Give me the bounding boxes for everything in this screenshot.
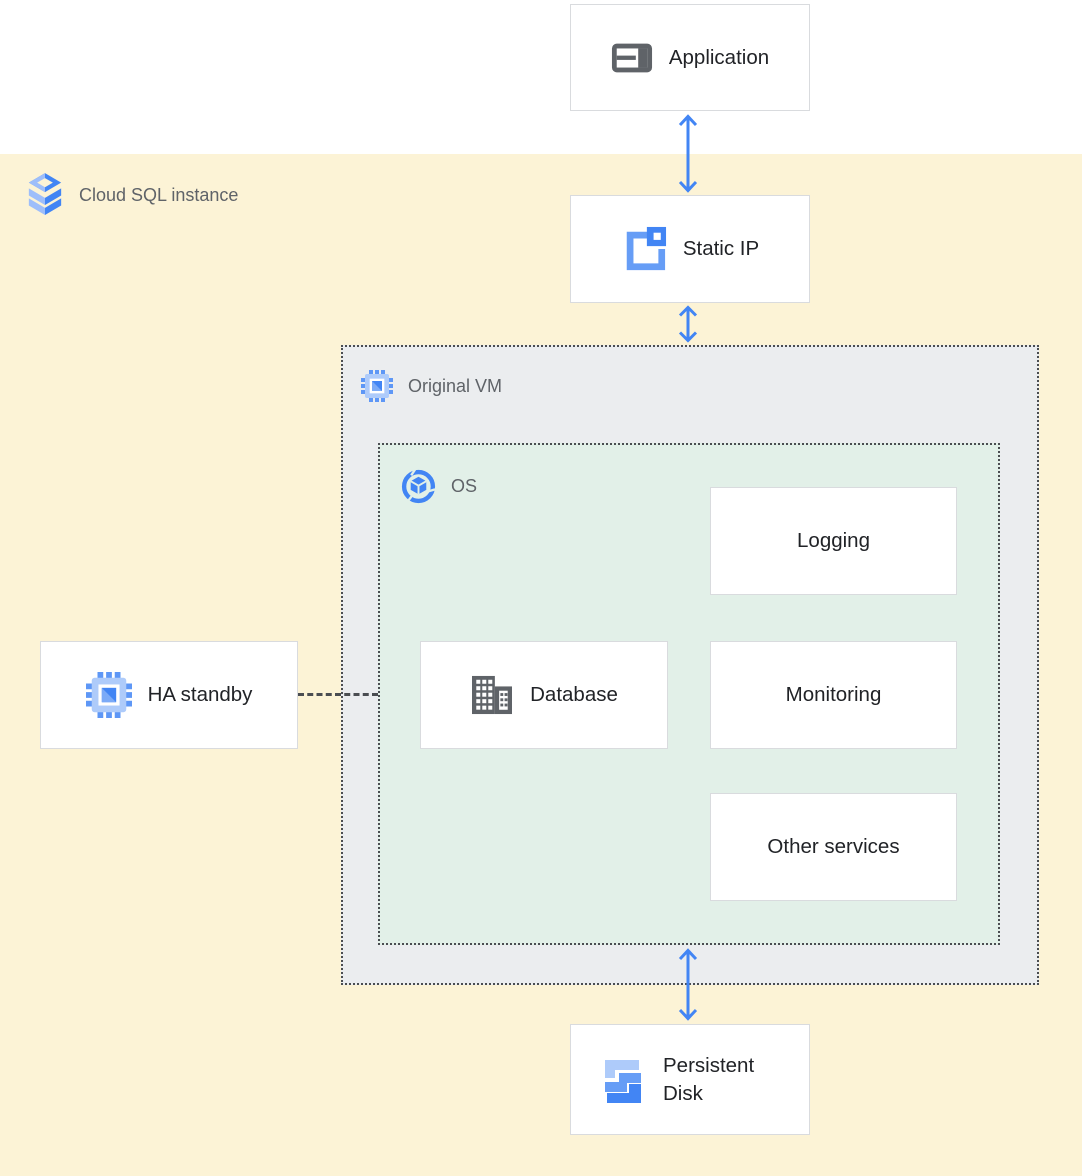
application-label: Application <box>668 45 770 69</box>
os-label: OS <box>451 476 478 496</box>
static-ip-icon <box>626 226 666 271</box>
compute-engine-icon <box>85 672 132 718</box>
compute-engine-icon <box>361 370 393 402</box>
static-ip-node: Static IP <box>570 195 810 303</box>
ha-standby-label: HA standby <box>147 683 253 706</box>
staticip-vm-arrow <box>678 305 698 343</box>
cloud-sql-icon <box>28 173 62 215</box>
other-services-label: Other services <box>767 835 900 858</box>
os-icon <box>401 469 436 504</box>
original-vm-label: Original VM <box>408 375 503 396</box>
persistent-disk-node: Persistent Disk <box>570 1024 810 1135</box>
ha-standby-node: HA standby <box>40 641 298 749</box>
logging-node: Logging <box>710 487 957 595</box>
monitoring-label: Monitoring <box>785 683 882 706</box>
original-vm-tag: Original VM <box>361 370 502 402</box>
vm-disk-arrow <box>678 948 698 1021</box>
database-node: Database <box>420 641 668 749</box>
database-icon <box>472 675 513 715</box>
os-tag: OS <box>401 469 477 504</box>
other-services-node: Other services <box>710 793 957 901</box>
application-node: Application <box>570 4 810 111</box>
ha-standby-connector-line <box>298 693 378 696</box>
static-ip-label: Static IP <box>682 237 760 260</box>
persistent-disk-icon <box>605 1059 641 1103</box>
cloud-sql-instance-tag: Cloud SQL instance <box>26 172 238 218</box>
logging-label: Logging <box>797 529 870 552</box>
application-icon <box>611 43 652 72</box>
monitoring-node: Monitoring <box>710 641 957 749</box>
cloud-sql-instance-label: Cloud SQL instance <box>79 184 239 205</box>
persistent-disk-label: Persistent Disk <box>663 1053 755 1105</box>
database-label: Database <box>530 683 618 706</box>
application-staticip-arrow <box>678 114 698 193</box>
